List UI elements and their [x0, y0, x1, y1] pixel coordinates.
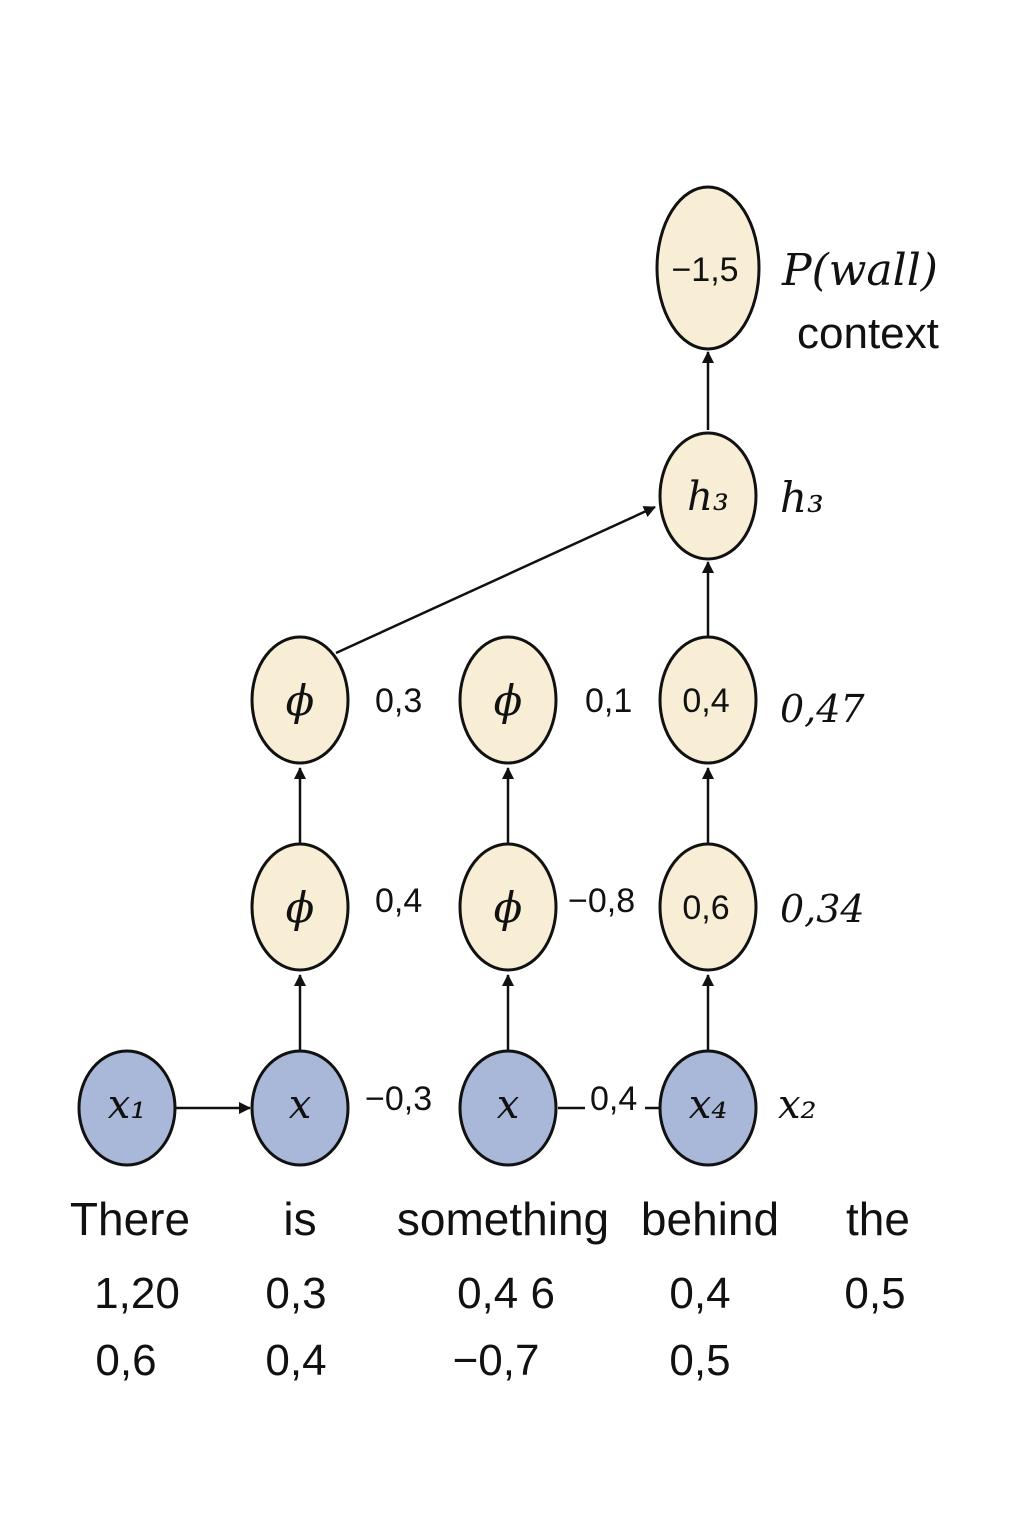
label-x-b-value: 0,4	[590, 1080, 637, 1118]
node-phi-2b-label: ϕ	[494, 676, 523, 725]
label-x-side: x₂	[778, 1082, 817, 1128]
label-row1-c: 0,34	[780, 887, 865, 931]
hidden-layer-2: ϕ ϕ 0,4	[250, 635, 758, 765]
node-x4-label: x₄	[689, 1082, 728, 1128]
node-phi-2a-label: ϕ	[286, 676, 315, 725]
node-h3-label: h₃	[687, 474, 729, 520]
node-val-1c-label: 0,6	[682, 889, 729, 927]
word-1-value-2: 0,4	[265, 1336, 326, 1385]
label-row2-a: 0,3	[375, 682, 422, 720]
word-1: is	[283, 1193, 316, 1245]
word-4: the	[846, 1193, 910, 1245]
node-phi-1b-label: ϕ	[494, 883, 523, 932]
node-h3	[658, 431, 758, 561]
word-row: There is something behind the	[70, 1193, 910, 1245]
node-x-b	[458, 1049, 558, 1167]
label-row1-b: −0,8	[568, 882, 635, 920]
node-val-2c	[658, 635, 758, 765]
word-3: behind	[641, 1193, 779, 1245]
node-phi-1b	[458, 842, 558, 972]
node-phi-1a	[250, 842, 350, 972]
input-nodes: x₁ x x x₄	[77, 1049, 758, 1167]
word-2-value-2: −0,7	[453, 1336, 540, 1385]
node-output	[655, 185, 761, 351]
node-phi-2b	[458, 635, 558, 765]
hidden-layer-1: ϕ ϕ 0,6	[250, 842, 758, 972]
label-output-prob: P(wall)	[781, 245, 938, 296]
word-3-value-2: 0,5	[669, 1336, 730, 1385]
node-x-b-label: x	[497, 1082, 520, 1128]
value-row-1: 1,20 0,3 0,4 6 0,4 0,5	[94, 1269, 905, 1318]
word-0-value-2: 0,6	[95, 1336, 156, 1385]
label-output-context: context	[797, 309, 939, 358]
word-2-value-1: 0,4 6	[457, 1269, 555, 1318]
node-phi-2a	[250, 635, 350, 765]
edges	[175, 351, 714, 1114]
word-1-value-1: 0,3	[265, 1269, 326, 1318]
edge-phi-2a-to-h3	[335, 505, 656, 655]
word-3-value-1: 0,4	[669, 1269, 730, 1318]
node-val-2c-label: 0,4	[682, 682, 729, 720]
word-4-value-1: 0,5	[844, 1269, 905, 1318]
side-labels: −0,3 0,4 x₂ 0,4 −0,8 0,34 0,3 0,1 0,47 h…	[365, 245, 939, 1128]
word-0: There	[70, 1193, 190, 1245]
label-row2-c: 0,47	[780, 687, 865, 731]
label-row2-b: 0,1	[585, 682, 632, 720]
node-x1	[77, 1049, 177, 1167]
node-phi-1a-label: ϕ	[286, 883, 315, 932]
word-0-value-1: 1,20	[94, 1269, 180, 1318]
node-x4	[658, 1049, 758, 1167]
node-output-label: −1,5	[671, 251, 738, 289]
node-val-1c	[658, 842, 758, 972]
label-row1-a: 0,4	[375, 882, 422, 920]
label-x-a-value: −0,3	[365, 1080, 432, 1118]
node-x1-label: x₁	[108, 1082, 147, 1128]
value-row-2: 0,6 0,4 −0,7 0,5	[95, 1336, 730, 1385]
word-2: something	[397, 1193, 609, 1245]
node-x-a	[250, 1049, 350, 1167]
node-x-a-label: x	[289, 1082, 312, 1128]
label-h3-side: h₃	[780, 473, 824, 522]
